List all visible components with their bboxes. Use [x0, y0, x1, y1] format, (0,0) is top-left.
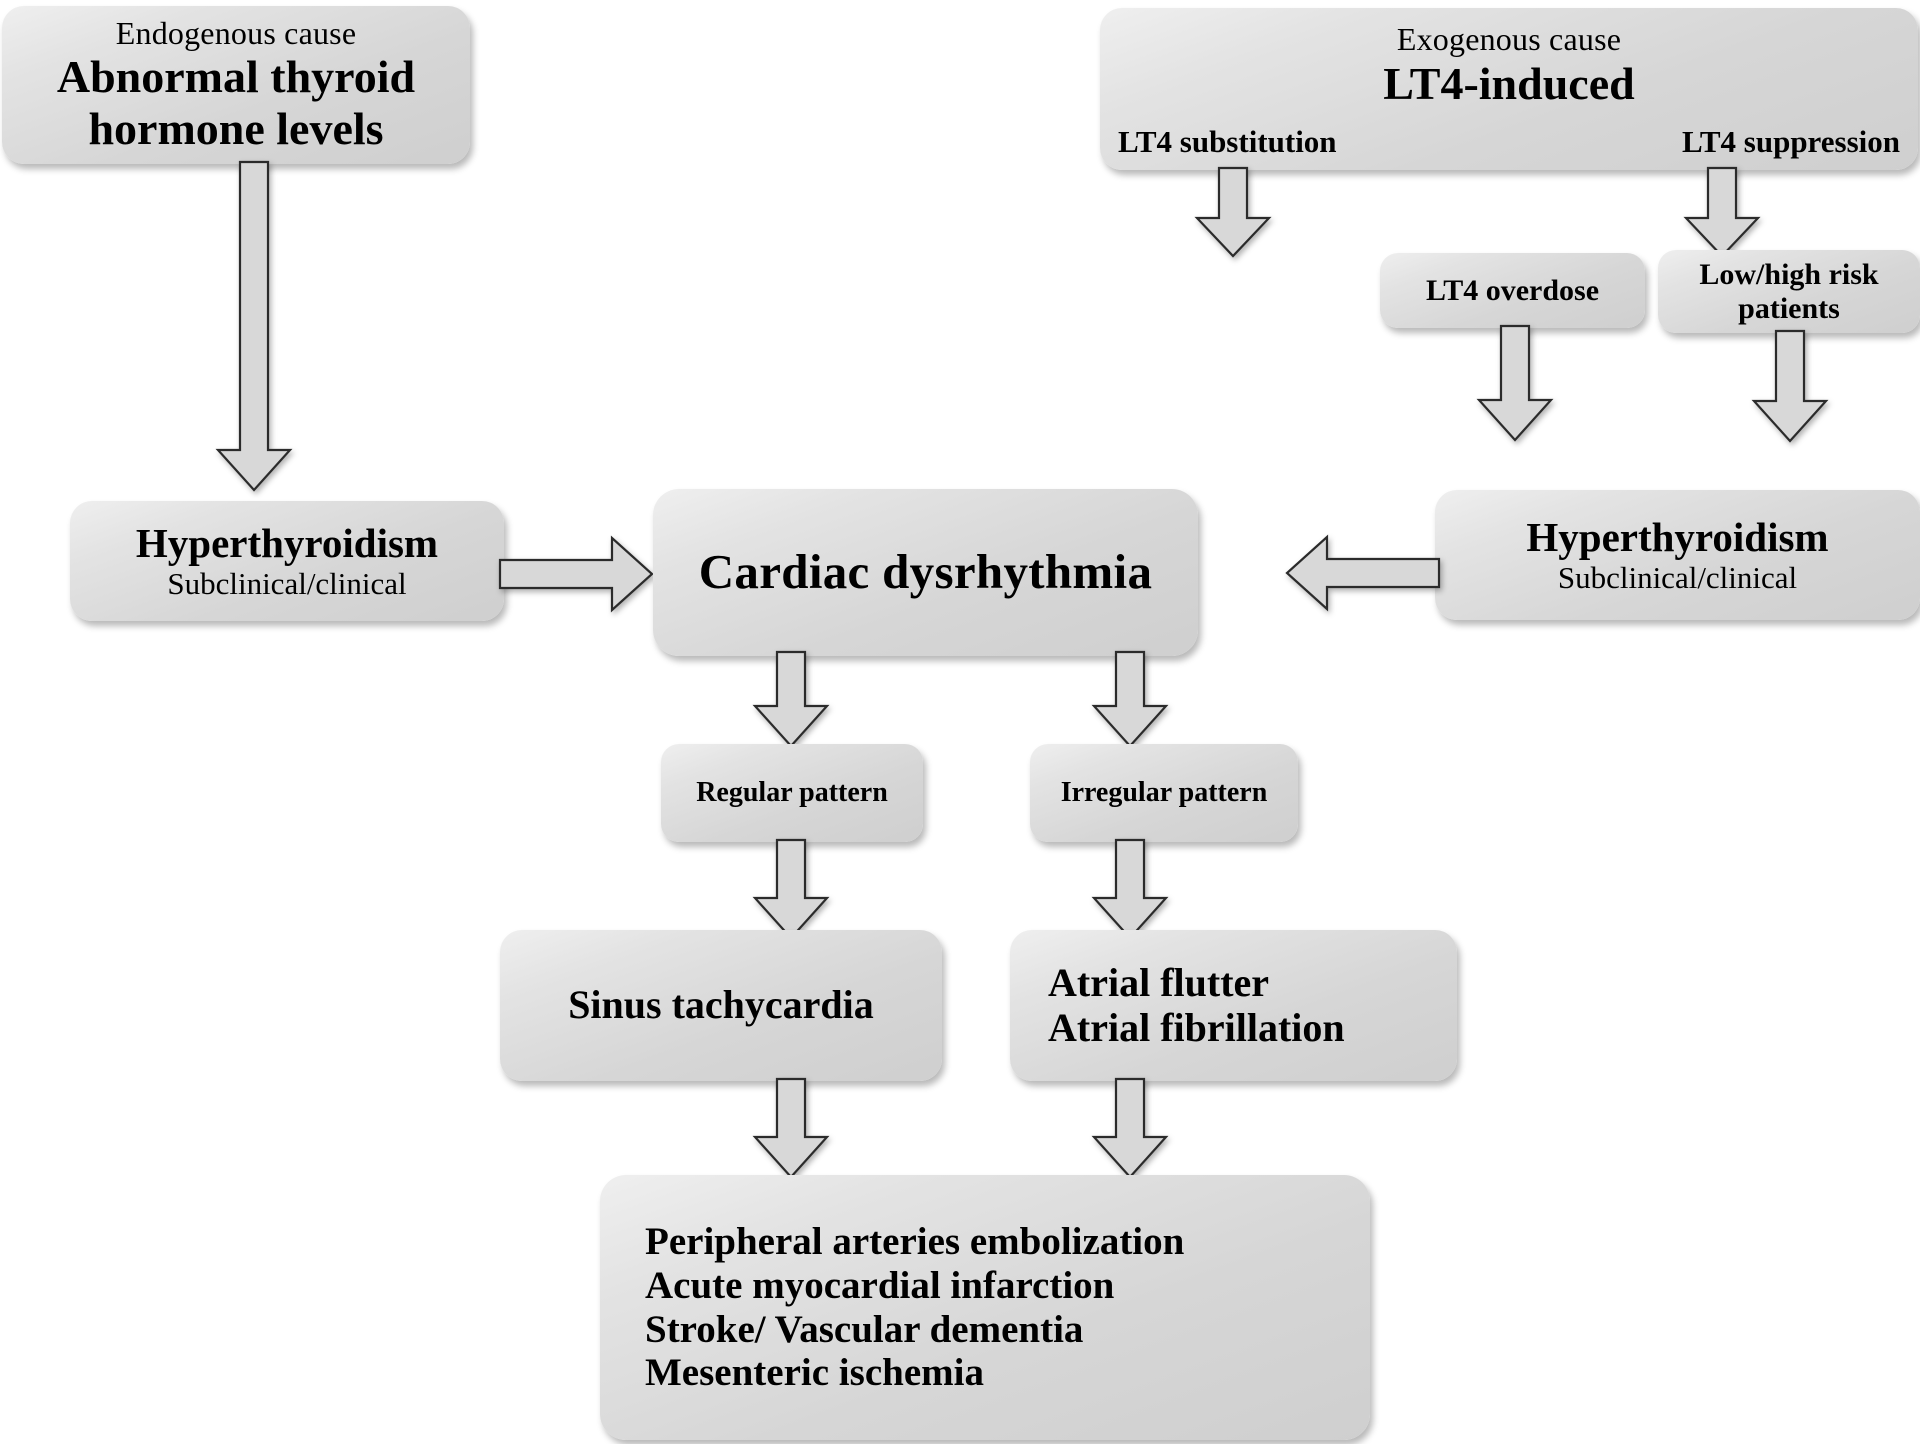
- exogenous-title: LT4-induced: [1383, 57, 1635, 109]
- arrow-overdose-to-hyper-right: [1476, 324, 1554, 442]
- arrow-hyper-left-to-center: [498, 535, 654, 613]
- hyper-right-title: Hyperthyroidism: [1526, 513, 1829, 560]
- arrow-endogenous-to-hyper-left: [215, 160, 293, 492]
- cardiac-dysrhythmia-label: Cardiac dysrhythmia: [698, 544, 1153, 600]
- risk-patients-line1: Low/high risk: [1699, 257, 1879, 291]
- arrow-sinus-to-outcomes: [752, 1077, 830, 1179]
- lt4-substitution-label: LT4 substitution: [1118, 124, 1337, 160]
- regular-pattern-label: Regular pattern: [696, 777, 888, 809]
- lt4-overdose-label: LT4 overdose: [1425, 273, 1600, 307]
- atrial-flutter-label: Atrial flutter: [1048, 959, 1270, 1005]
- outcome-line-2: Acute myocardial infarction: [645, 1263, 1115, 1307]
- node-outcomes: Peripheral arteries embolization Acute m…: [600, 1175, 1370, 1440]
- node-cardiac-dysrhythmia: Cardiac dysrhythmia: [653, 489, 1198, 656]
- arrow-center-to-irregular-pattern: [1091, 650, 1169, 748]
- node-atrial-arrhythmias: Atrial flutter Atrial fibrillation: [1010, 930, 1457, 1081]
- endogenous-title-line2: hormone levels: [88, 102, 384, 154]
- atrial-fibrillation-label: Atrial fibrillation: [1048, 1004, 1345, 1050]
- node-irregular-pattern: Irregular pattern: [1030, 744, 1298, 842]
- sinus-tachycardia-label: Sinus tachycardia: [568, 982, 874, 1028]
- node-regular-pattern: Regular pattern: [661, 744, 923, 842]
- risk-patients-line2: patients: [1738, 291, 1840, 325]
- hyper-left-title: Hyperthyroidism: [135, 519, 439, 566]
- outcome-line-1: Peripheral arteries embolization: [645, 1220, 1185, 1264]
- node-hyperthyroidism-left: Hyperthyroidism Subclinical/clinical: [70, 501, 504, 621]
- arrow-atrial-to-outcomes: [1091, 1077, 1169, 1179]
- arrow-irregular-pattern-to-atrial: [1091, 838, 1169, 940]
- node-endogenous-cause: Endogenous cause Abnormal thyroid hormon…: [2, 6, 470, 164]
- arrow-regular-pattern-to-sinus: [752, 838, 830, 940]
- outcome-line-3: Stroke/ Vascular dementia: [645, 1307, 1084, 1351]
- node-lt4-overdose: LT4 overdose: [1380, 253, 1645, 328]
- irregular-pattern-label: Irregular pattern: [1060, 777, 1268, 809]
- hyper-right-subtitle: Subclinical/clinical: [1557, 559, 1798, 595]
- arrow-center-to-regular-pattern: [752, 650, 830, 748]
- outcome-line-4: Mesenteric ischemia: [645, 1351, 984, 1395]
- arrow-hyper-right-to-center: [1283, 534, 1441, 612]
- node-exogenous-cause: Exogenous cause LT4-induced LT4 substitu…: [1100, 8, 1918, 170]
- endogenous-caption: Endogenous cause: [115, 14, 357, 51]
- arrow-lt4-suppression-to-risk-patients: [1683, 166, 1761, 258]
- arrow-risk-patients-to-hyper-right: [1751, 329, 1829, 443]
- exogenous-caption: Exogenous cause: [1396, 21, 1622, 57]
- exogenous-sublabels: LT4 substitution LT4 suppression: [1100, 125, 1918, 160]
- endogenous-title-line1: Abnormal thyroid: [56, 51, 416, 103]
- arrow-lt4-substitution-to-overdose: [1194, 166, 1272, 258]
- node-sinus-tachycardia: Sinus tachycardia: [500, 930, 942, 1081]
- node-risk-patients: Low/high risk patients: [1658, 250, 1920, 333]
- node-hyperthyroidism-right: Hyperthyroidism Subclinical/clinical: [1435, 490, 1920, 620]
- lt4-suppression-label: LT4 suppression: [1682, 124, 1900, 160]
- hyper-left-subtitle: Subclinical/clinical: [167, 565, 407, 601]
